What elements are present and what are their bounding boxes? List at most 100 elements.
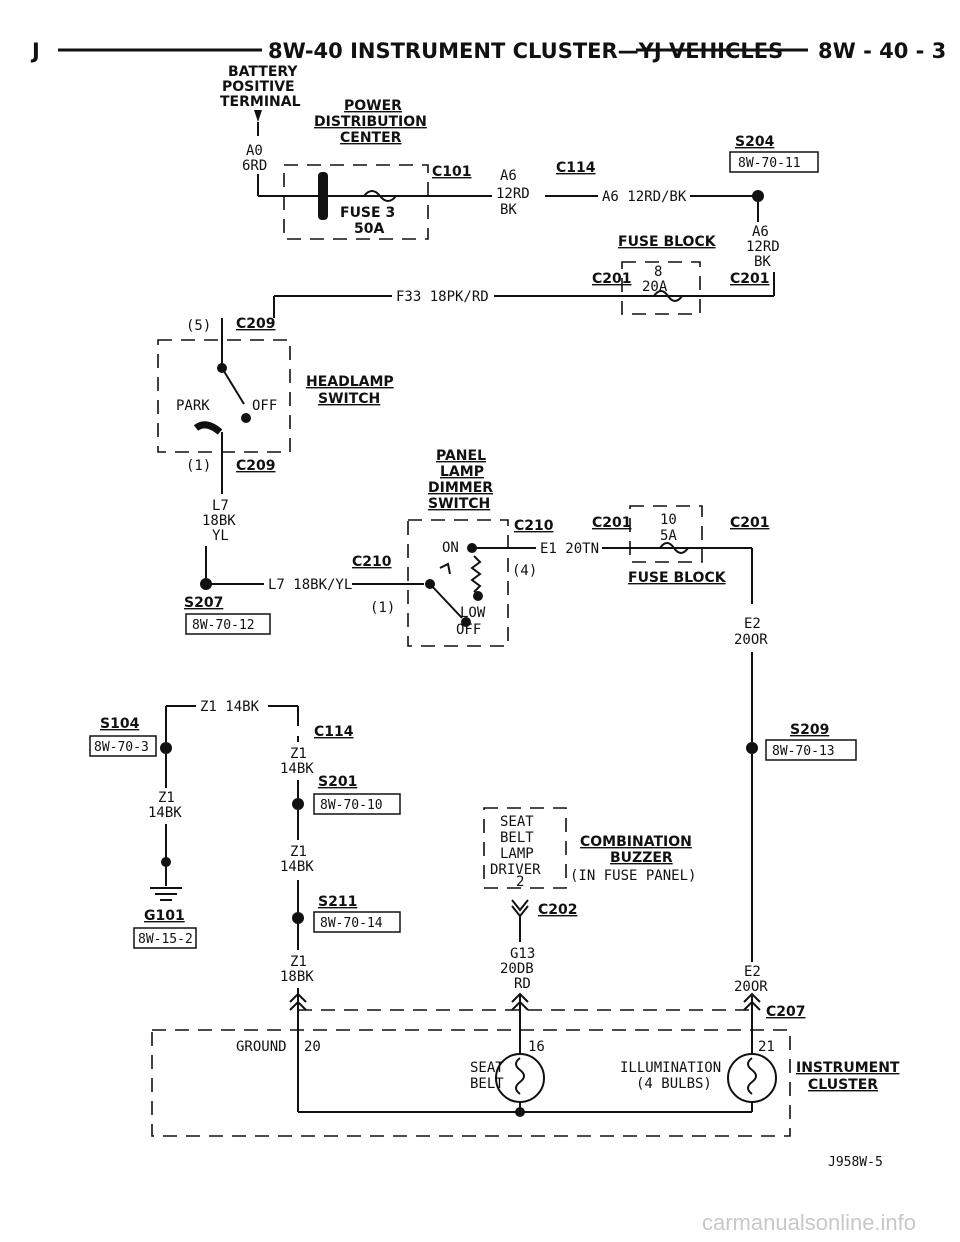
cluster-label-1: INSTRUMENT <box>796 1060 900 1076</box>
splice-s204: S204 <box>735 134 775 150</box>
battery-label-2: POSITIVE <box>222 79 295 95</box>
battery-arrow-icon <box>254 110 262 122</box>
wire-e2b-1: E2 <box>744 964 761 980</box>
seat-driver-5: 2 <box>516 874 524 890</box>
splice-s209-ref: 8W-70-13 <box>772 744 835 759</box>
splice-g101: G101 <box>144 908 185 924</box>
fuse3-label-2: 50A <box>354 221 384 237</box>
combo-label-2: BUZZER <box>610 850 673 866</box>
wire-f33: F33 18PK/RD <box>396 289 489 305</box>
connector-c209b: C209 <box>236 458 276 474</box>
wire-a6b-3: BK <box>754 254 771 270</box>
wire-e2a-2: 20OR <box>734 632 768 648</box>
wire-z1c-1: Z1 <box>290 844 307 860</box>
cluster-ground-label: GROUND <box>236 1039 287 1055</box>
wire-g13-2: 20DB <box>500 961 534 977</box>
c207-pin20-icon <box>289 992 307 1011</box>
seat-bulb-label-2: BELT <box>470 1076 504 1092</box>
illum-label-2: (4 BULBS) <box>636 1076 712 1092</box>
pin-p20: 20 <box>304 1039 321 1055</box>
pin-p5: (5) <box>186 318 211 334</box>
wire-a6-inline: A6 12RD/BK <box>602 189 687 205</box>
rheostat-icon <box>470 555 482 593</box>
splice-s204-ref: 8W-70-11 <box>738 156 801 171</box>
headlamp-label-2: SWITCH <box>318 391 380 407</box>
pin-p16: 16 <box>528 1039 545 1055</box>
pdc-label-3: CENTER <box>340 130 402 146</box>
fuse-block-top-label: FUSE BLOCK <box>618 234 717 250</box>
c202-connector-icon <box>511 899 529 918</box>
wire-z1b-2: 14BK <box>280 761 314 777</box>
splice-s104-ref: 8W-70-3 <box>94 740 149 755</box>
splice-s207-ref-box <box>185 613 271 635</box>
connector-c201b: C201 <box>730 271 770 287</box>
fuse10-link-icon <box>659 542 689 554</box>
headlamp-label-1: HEADLAMP <box>306 374 394 390</box>
connector-c101: C101 <box>432 164 472 180</box>
panel-box <box>407 519 509 647</box>
connector-c114b: C114 <box>314 724 354 740</box>
splice-s204-ref-box <box>729 151 819 173</box>
seat-driver-4: DRIVER <box>490 862 541 878</box>
wire-g13-1: G13 <box>510 946 535 962</box>
fuse-block-mid-label: FUSE BLOCK <box>628 570 727 586</box>
panel-rheo-dot <box>473 591 483 601</box>
splice-s211-ref: 8W-70-14 <box>320 916 383 931</box>
wire-a6-3: BK <box>500 202 517 218</box>
wire-g13-3: RD <box>514 976 531 992</box>
pin-p1: (1) <box>186 458 211 474</box>
seat-driver-2: BELT <box>500 830 534 846</box>
wire-a6-1: A6 <box>500 168 517 184</box>
illum-bulb-filament-icon <box>747 1057 757 1095</box>
fuse10-label-1: 10 <box>660 512 677 528</box>
header-left: J <box>30 39 40 63</box>
splice-s201-dot <box>292 798 304 810</box>
panel-arrow-icon <box>439 562 451 575</box>
panel-label-2: LAMP <box>440 464 484 480</box>
pin-p21: 21 <box>758 1039 775 1055</box>
cluster-ground-dot <box>515 1107 525 1117</box>
panel-blade <box>429 583 463 619</box>
headlamp-off-label: OFF <box>252 398 277 414</box>
splice-s104-ref-box <box>89 735 157 757</box>
g101-dot <box>161 857 171 867</box>
splice-s211: S211 <box>318 894 357 910</box>
panel-low-label: LOW <box>460 605 486 621</box>
fuse8-link-icon <box>653 290 683 302</box>
wire-l7-inline: L7 18BK/YL <box>268 577 352 593</box>
wire-a6b-1: A6 <box>752 224 769 240</box>
fuse3-label-1: FUSE 3 <box>340 205 395 221</box>
wire-z1d-1: Z1 <box>290 954 307 970</box>
wire-l7-1: L7 <box>212 498 229 514</box>
splice-s201-ref-box <box>313 793 401 815</box>
seat-driver-1: SEAT <box>500 814 534 830</box>
connector-c201a: C201 <box>592 271 632 287</box>
wire-z1a-2: 14BK <box>148 805 182 821</box>
seat-driver-3: LAMP <box>500 846 534 862</box>
connector-c210a: C210 <box>514 518 554 534</box>
panel-low-dot <box>461 617 471 627</box>
wire-l7-2: 18BK <box>202 513 236 529</box>
wire-a0-1: A0 <box>246 143 263 159</box>
splice-s207-dot <box>200 578 212 590</box>
panel-label-1: PANEL <box>436 448 486 464</box>
splice-s211-dot <box>292 912 304 924</box>
splice-s201-ref: 8W-70-10 <box>320 798 383 813</box>
wire-a0-2: 6RD <box>242 158 267 174</box>
combo-label-1: COMBINATION <box>580 834 692 850</box>
combo-label-3: (IN FUSE PANEL) <box>570 868 696 884</box>
cluster-label-2: CLUSTER <box>808 1077 878 1093</box>
fuse-block-mid-box <box>629 505 703 563</box>
headlamp-blade <box>221 367 245 405</box>
wire-z1-top: Z1 14BK <box>200 699 260 715</box>
seat-bulb-label-1: SEAT <box>470 1060 504 1076</box>
connector-c201c: C201 <box>592 515 632 531</box>
wire-z1a-1: Z1 <box>158 790 175 806</box>
fuse3-icon <box>318 172 328 220</box>
wire-l7-3: YL <box>212 528 229 544</box>
battery-label-1: BATTERY <box>228 64 298 80</box>
illum-label-1: ILLUMINATION <box>620 1060 721 1076</box>
splice-s104-dot <box>160 742 172 754</box>
wire-e2a-1: E2 <box>744 616 761 632</box>
c207-pin16-icon <box>511 992 529 1011</box>
